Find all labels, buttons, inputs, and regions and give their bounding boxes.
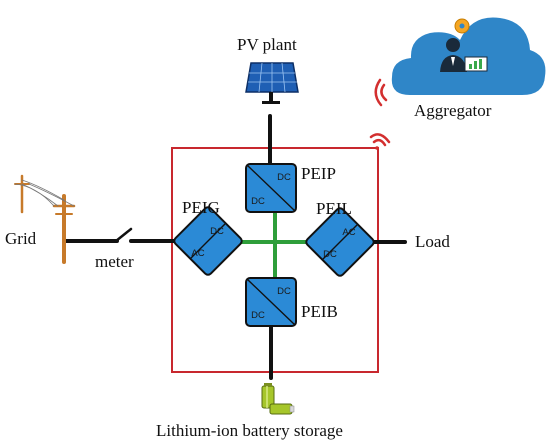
wireless-signal-icon <box>369 133 391 150</box>
peip-top-label: DC <box>277 172 291 183</box>
peil-name: PEIL <box>316 199 352 218</box>
peil-bottom-label: DC <box>323 249 337 260</box>
peip-name: PEIP <box>301 164 336 183</box>
battery-icon <box>261 383 295 415</box>
solar-panel-icon <box>245 62 299 104</box>
battery-label: Lithium-ion battery storage <box>156 421 343 440</box>
load-label: Load <box>415 232 450 251</box>
peib-top-label: DC <box>277 286 291 297</box>
switch-icon <box>114 227 133 243</box>
peig-top-label: DC <box>210 226 224 237</box>
wireless-signal-icon <box>374 78 388 107</box>
meter-label: meter <box>95 252 134 271</box>
peib-name: PEIB <box>301 302 338 321</box>
peip-bottom-label: DC <box>251 196 265 207</box>
grid-label: Grid <box>5 229 37 248</box>
cloud-aggregator-icon <box>391 17 546 95</box>
converter-peib: DC DC <box>245 277 297 327</box>
aggregator-label: Aggregator <box>414 101 492 120</box>
peig-bottom-label: AC <box>191 248 204 259</box>
peil-top-label: AC <box>342 227 355 238</box>
peig-name: PEIG <box>182 198 220 217</box>
utility-pole-icon <box>14 174 76 264</box>
converter-peig <box>173 206 243 276</box>
pv-plant-label: PV plant <box>237 35 297 54</box>
converter-peip: DC DC <box>245 163 297 213</box>
converter-peil <box>305 207 375 277</box>
peib-bottom-label: DC <box>251 310 265 321</box>
system-boundary <box>171 147 379 373</box>
